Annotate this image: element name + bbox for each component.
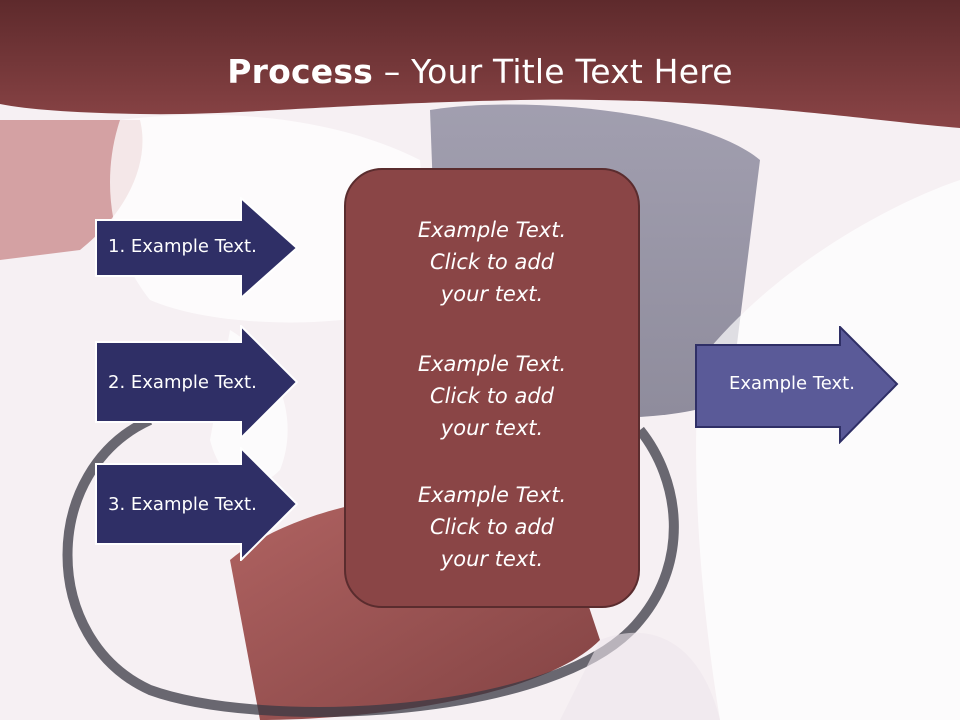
step-label: 1. Example Text.: [108, 236, 257, 257]
output-arrow[interactable]: Example Text.: [695, 326, 899, 444]
para-line: your text.: [440, 282, 544, 306]
para-line: Example Text.: [417, 483, 567, 507]
para-line: Example Text.: [417, 218, 567, 242]
title-bold: Process: [227, 52, 374, 91]
slide-title: Process – Your Title Text Here: [0, 52, 960, 91]
center-paragraph-2: Example Text. Click to add your text.: [346, 348, 638, 444]
step-arrow-2[interactable]: 2. Example Text.: [95, 325, 299, 439]
center-paragraph-1: Example Text. Click to add your text.: [346, 214, 638, 310]
arrow-shape-icon: [95, 447, 299, 561]
para-line: your text.: [440, 416, 544, 440]
step-arrow-1[interactable]: 1. Example Text.: [95, 197, 299, 299]
output-label: Example Text.: [729, 373, 855, 394]
step-label: 2. Example Text.: [108, 372, 257, 393]
para-line: Example Text.: [417, 352, 567, 376]
center-paragraph-3: Example Text. Click to add your text.: [346, 479, 638, 575]
step-label: 3. Example Text.: [108, 494, 257, 515]
center-text-box[interactable]: Example Text. Click to add your text. Ex…: [344, 168, 640, 608]
para-line: Click to add: [429, 250, 554, 274]
para-line: Click to add: [429, 515, 554, 539]
step-arrow-3[interactable]: 3. Example Text.: [95, 447, 299, 561]
arrow-shape-icon: [95, 325, 299, 439]
title-rest: – Your Title Text Here: [373, 52, 733, 91]
para-line: your text.: [440, 547, 544, 571]
arrow-shape-icon: [95, 197, 299, 299]
arrow-shape-icon: [695, 326, 899, 444]
para-line: Click to add: [429, 384, 554, 408]
